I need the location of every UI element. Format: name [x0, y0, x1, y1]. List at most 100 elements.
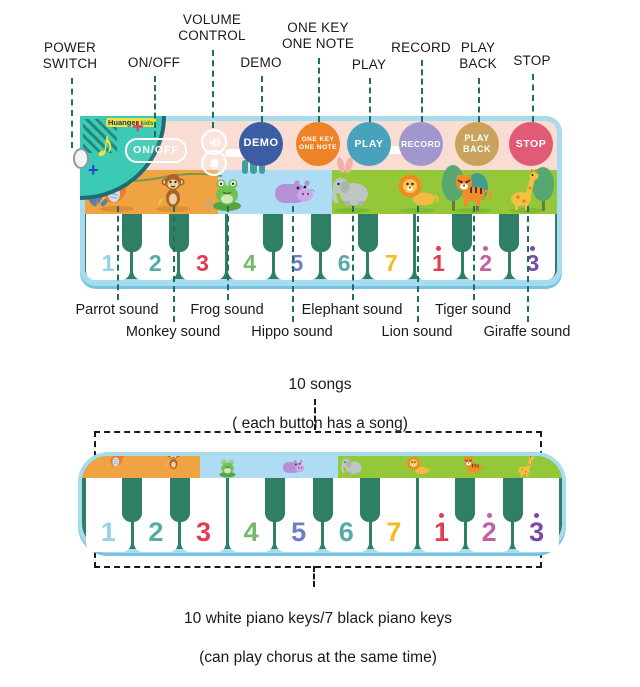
- lion-icon: [395, 168, 439, 212]
- key-number: 3: [196, 250, 209, 277]
- bell-icon: [208, 157, 221, 170]
- hippo-icon: [270, 168, 314, 212]
- key-number: 7: [384, 250, 398, 277]
- key-number: 1: [100, 517, 116, 548]
- key-number: 2: [148, 250, 162, 277]
- keys-annotation: 10 white piano keys/7 black piano keys (…: [184, 590, 452, 687]
- elephant-small-icon: [340, 456, 365, 478]
- key-number-dot: [530, 246, 536, 252]
- key-number: 3: [195, 517, 211, 548]
- sound-label-hippo: Hippo sound: [251, 324, 333, 340]
- volume-down-button[interactable]: [201, 150, 227, 176]
- black-key-after-9[interactable]: [502, 478, 523, 522]
- songs-subtitle: ( each button has a song): [232, 415, 408, 433]
- songs-title: 10 songs: [288, 376, 352, 394]
- black-key-after-8[interactable]: [452, 214, 473, 252]
- key-number-dot: [534, 513, 540, 519]
- speaker-icon: [208, 136, 221, 149]
- record-button[interactable]: RECORD: [399, 122, 443, 166]
- key-number: 1: [101, 250, 115, 277]
- callout-line-demo: [261, 76, 263, 122]
- key-number-dot: [438, 513, 444, 519]
- demo-button[interactable]: DEMO: [239, 122, 283, 166]
- giraffe-small-icon: [515, 456, 540, 478]
- elephant-icon: [330, 168, 374, 212]
- frog-small-icon: [215, 456, 240, 478]
- callout-label-play: PLAY: [351, 57, 387, 72]
- callout-line-volume-control: [212, 50, 214, 128]
- sound-line-lion: [417, 206, 419, 322]
- callout-line-one-key-one-note: [318, 58, 320, 122]
- keys-title: 10 white piano keys/7 black piano keys: [184, 610, 452, 628]
- songs-annotation: 10 songs ( each button has a song): [232, 356, 408, 453]
- sound-line-monkey: [173, 206, 175, 322]
- play-button[interactable]: PLAY: [347, 122, 391, 166]
- sound-line-hippo: [292, 206, 294, 322]
- black-key-after-1[interactable]: [121, 214, 142, 252]
- sound-line-tiger: [473, 206, 475, 300]
- key-number: 1: [434, 513, 449, 546]
- key-number: 3: [529, 513, 544, 546]
- callout-label-play-back: PLAY BACK: [459, 40, 497, 72]
- black-key-after-8[interactable]: [455, 478, 476, 522]
- callout-label-record: RECORD: [391, 40, 451, 55]
- one-key-one-note-button[interactable]: ONE KEY ONE NOTE: [296, 122, 340, 166]
- sound-line-giraffe: [527, 206, 529, 322]
- black-key-after-6[interactable]: [360, 478, 381, 522]
- monkey-small-icon: [161, 456, 186, 472]
- power-switch-toggle[interactable]: [73, 148, 89, 169]
- plus-red-icon: +: [132, 116, 144, 138]
- black-key-after-2[interactable]: [168, 214, 189, 252]
- key-number: 7: [386, 517, 402, 548]
- sound-label-giraffe: Giraffe sound: [483, 324, 571, 340]
- key-number: 2: [482, 513, 497, 546]
- callout-label-volume-control: VOLUME CONTROL: [178, 12, 246, 44]
- key-number: 1: [432, 246, 445, 275]
- stop-button[interactable]: STOP: [509, 122, 553, 166]
- key-number: 2: [148, 517, 164, 548]
- key-number: 4: [243, 250, 257, 277]
- onoff-button[interactable]: ON/OFF: [125, 137, 187, 163]
- black-key-after-6[interactable]: [357, 214, 378, 252]
- sound-label-frog: Frog sound: [190, 302, 264, 318]
- sound-line-parrot: [117, 206, 119, 300]
- key-number: 4: [243, 517, 259, 548]
- tiger-icon: [451, 168, 495, 212]
- black-key-after-9[interactable]: [499, 214, 520, 252]
- sound-label-parrot: Parrot sound: [75, 302, 159, 318]
- play-back-button[interactable]: PLAY BACK: [455, 122, 499, 166]
- cloud-icon: [225, 149, 247, 157]
- giraffe-icon: [505, 168, 549, 212]
- key-number: 2: [479, 246, 492, 275]
- scene-water-blue-small: [200, 456, 338, 478]
- keys-leader-line: [313, 566, 315, 587]
- key-number: 6: [338, 517, 354, 548]
- sound-line-frog: [227, 206, 229, 300]
- sound-label-monkey: Monkey sound: [125, 324, 221, 340]
- monkey-icon: [151, 168, 195, 212]
- cloud-icon: [385, 146, 407, 154]
- key-number: 3: [526, 246, 539, 275]
- callout-line-play-back: [478, 78, 480, 122]
- key-number: 5: [291, 517, 307, 548]
- callout-line-power-switch: [71, 78, 73, 148]
- callout-label-one-key-one-note: ONE KEY ONE NOTE: [281, 20, 355, 52]
- black-key-after-4[interactable]: [263, 214, 284, 252]
- black-key-after-5[interactable]: [312, 478, 333, 522]
- black-key-after-2[interactable]: [169, 478, 190, 522]
- black-key-after-1[interactable]: [122, 478, 143, 522]
- key-number-dot: [483, 246, 489, 252]
- callout-line-on-off: [154, 76, 156, 137]
- hippo-small-icon: [280, 456, 305, 478]
- tree-icon: [442, 165, 464, 201]
- lion-small-icon: [405, 456, 430, 478]
- callout-line-record: [421, 60, 423, 122]
- key-number-dot: [435, 246, 441, 252]
- scene-grass-green-small: [338, 456, 562, 478]
- keys-subtitle: (can play chorus at the same time): [199, 649, 437, 667]
- animal-scene-strip-small: [82, 456, 562, 478]
- black-key-after-4[interactable]: [264, 478, 285, 522]
- sound-label-lion: Lion sound: [381, 324, 453, 340]
- black-key-after-5[interactable]: [310, 214, 331, 252]
